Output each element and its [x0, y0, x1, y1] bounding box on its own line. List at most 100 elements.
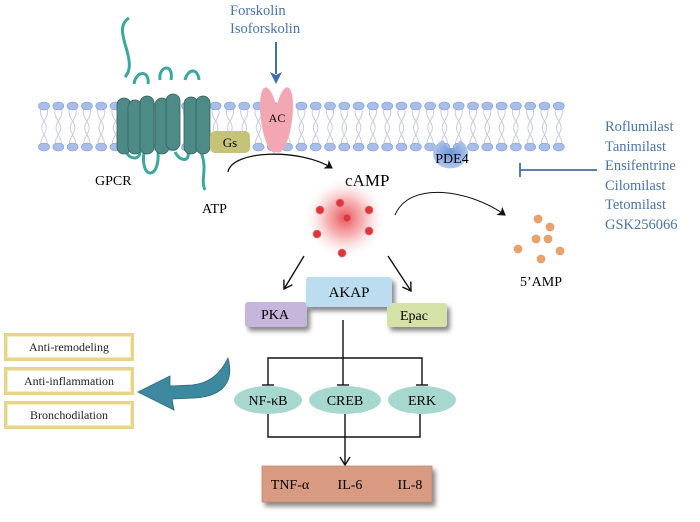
lipid-head [538, 142, 551, 152]
amp-dot [533, 214, 543, 224]
lipid-head [224, 101, 236, 111]
lipid-head [524, 101, 537, 111]
lipid-head [524, 142, 537, 152]
inhibitor-roflumilast: Roflumilast [605, 119, 674, 135]
gs-label: Gs [223, 135, 237, 150]
camp-dot [315, 205, 325, 215]
lipid-head [81, 101, 93, 111]
lipid-head [38, 101, 50, 111]
lipid-head [552, 142, 565, 152]
akap-label: AKAP [329, 285, 370, 301]
lipid-tail [454, 107, 463, 146]
lipid-head [409, 142, 422, 152]
outcome-anti-inflammation: Anti-inflammation [4, 367, 134, 395]
lipid-head [238, 101, 250, 111]
lipid-head [66, 101, 79, 111]
lipid-head [295, 101, 308, 111]
lipid-tail [497, 107, 506, 146]
inhibitor-tetomilast: Tetomilast [605, 197, 667, 213]
lipid-head [538, 101, 551, 111]
tf-to-cytokine-tree [267, 414, 421, 467]
epac-label: Epac [400, 309, 428, 324]
lipid-head [95, 101, 107, 111]
lipid-tail [39, 107, 49, 146]
amp-dot [536, 254, 546, 264]
lipid-tail [82, 107, 91, 146]
cytokine-tnf-alpha: TNF-α [271, 478, 310, 493]
arrowhead-icon [270, 72, 282, 84]
inhibitor-ensifentrine: Ensifentrine [605, 158, 676, 174]
atp-label: ATP [202, 202, 227, 217]
activator-forskolin: Forskolin [230, 3, 286, 19]
lipid-head [424, 101, 436, 111]
lipid-tail [511, 107, 520, 146]
gpcr-receptor [116, 16, 211, 191]
inhibitor-cilomilast: Cilomilast [605, 177, 666, 194]
lipid-head [510, 142, 522, 152]
camp-to-amp-arrow [394, 192, 506, 216]
lipid-head [409, 101, 422, 111]
lipid-head [81, 142, 93, 152]
lipid-head [495, 142, 508, 152]
pde4-label: PDE4 [435, 152, 468, 167]
lipid-head [381, 101, 394, 111]
lipid-tail [354, 107, 363, 146]
lipid-head [295, 142, 308, 152]
erk-label: ERK [408, 394, 436, 409]
camp-dot [342, 213, 352, 223]
amp-dot [545, 222, 555, 232]
adenylyl-cyclase [259, 87, 294, 153]
lipid-head [495, 101, 508, 111]
lipid-head [52, 142, 65, 152]
lipid-head [395, 101, 408, 111]
lipid-head [510, 101, 522, 111]
lipid-head [324, 142, 336, 152]
lipid-tail [468, 107, 478, 146]
lipid-tail [383, 107, 392, 146]
lipid-head [552, 101, 565, 111]
lipid-head [352, 101, 365, 111]
lipid-head [95, 142, 107, 152]
outcome-bronchodilation: Bronchodilation [4, 401, 134, 429]
lipid-tail [411, 107, 420, 146]
epac-box [387, 303, 447, 327]
creb-label: CREB [327, 394, 364, 409]
lipid-head [367, 101, 379, 111]
camp-dot [312, 229, 322, 239]
lipid-tail [440, 107, 449, 146]
amp-dot [555, 246, 565, 256]
camp-to-epac-arrow [387, 255, 412, 293]
lipid-head [381, 142, 394, 152]
ac-label: AC [269, 111, 286, 125]
lipid-tail [426, 107, 435, 146]
outcome-anti-remodeling: Anti-remodeling [4, 333, 134, 361]
lipid-head [352, 142, 365, 152]
camp-molecules [303, 176, 387, 260]
lipid-tail [68, 107, 77, 146]
camp-dot [364, 226, 374, 236]
amp-dot [531, 234, 541, 244]
amp-molecules [513, 214, 565, 264]
amp-dot [543, 234, 553, 244]
lipid-tail [340, 107, 349, 146]
cytokines-box [261, 465, 433, 503]
lipid-head [309, 142, 322, 152]
tf-inhibition-tree [262, 320, 428, 386]
lipid-tail [54, 107, 63, 146]
lipid-tail [483, 107, 492, 146]
pde4-inhibitors-list: Roflumilast Tanimilast Ensifentrine Cilo… [605, 118, 678, 235]
atp-to-camp-arrow [227, 153, 333, 173]
lipid-head [52, 101, 65, 111]
lipid-head [309, 101, 322, 111]
lipid-head [66, 142, 79, 152]
inhibitor-tanimilast: Tanimilast [605, 138, 667, 155]
amp-dot [513, 244, 523, 254]
gs-protein [210, 131, 250, 153]
pka-label: PKA [261, 308, 290, 323]
lipid-head [438, 101, 451, 111]
lipid-tail [526, 107, 535, 146]
akap-box [306, 277, 392, 307]
lipid-tail [97, 107, 106, 146]
lipid-tail [540, 107, 549, 146]
